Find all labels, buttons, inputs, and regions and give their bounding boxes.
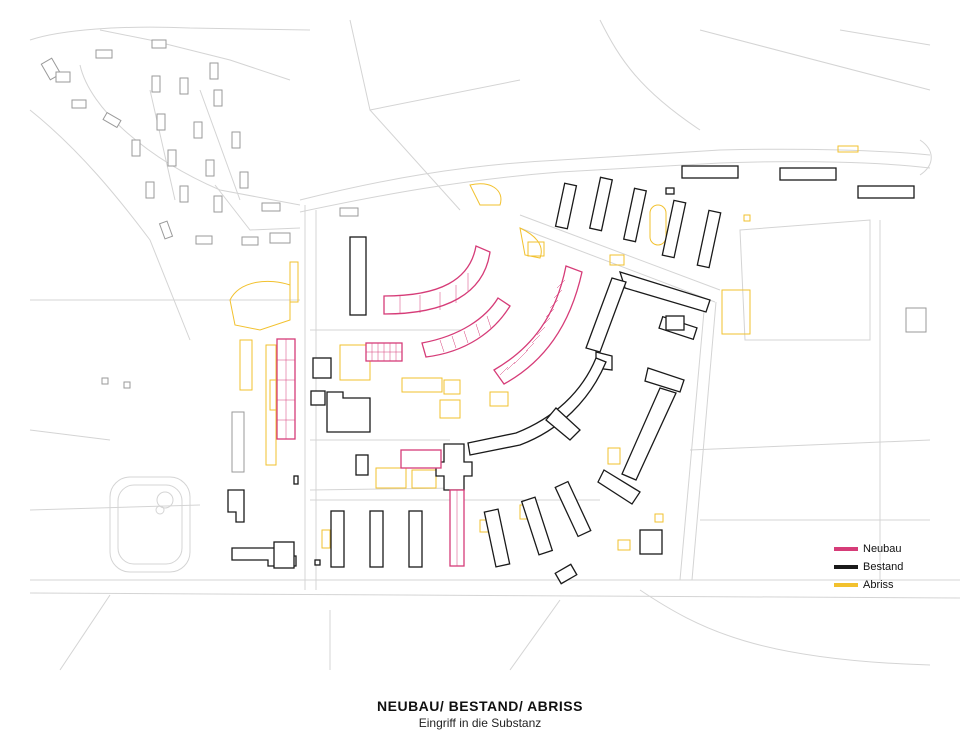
legend-item-bestand: Bestand [834,558,944,576]
bestand-buildings [227,165,915,585]
legend-swatch-bestand [834,565,858,569]
neubau-buildings [276,245,583,567]
legend-item-abriss: Abriss [834,576,944,594]
map-title: NEUBAU/ BESTAND/ ABRISS [377,698,583,714]
context-lines [29,19,960,671]
legend-label-abriss: Abriss [863,579,894,591]
legend-label-bestand: Bestand [863,561,904,573]
legend-item-neubau: Neubau [834,540,944,558]
legend-swatch-abriss [834,583,858,587]
legend: Neubau Bestand Abriss [834,540,944,594]
legend-swatch-neubau [834,547,858,551]
caption: NEUBAU/ BESTAND/ ABRISS Eingriff in die … [0,698,960,730]
legend-label-neubau: Neubau [863,543,902,555]
map-subtitle: Eingriff in die Substanz [418,716,542,730]
context-buildings [40,39,927,473]
